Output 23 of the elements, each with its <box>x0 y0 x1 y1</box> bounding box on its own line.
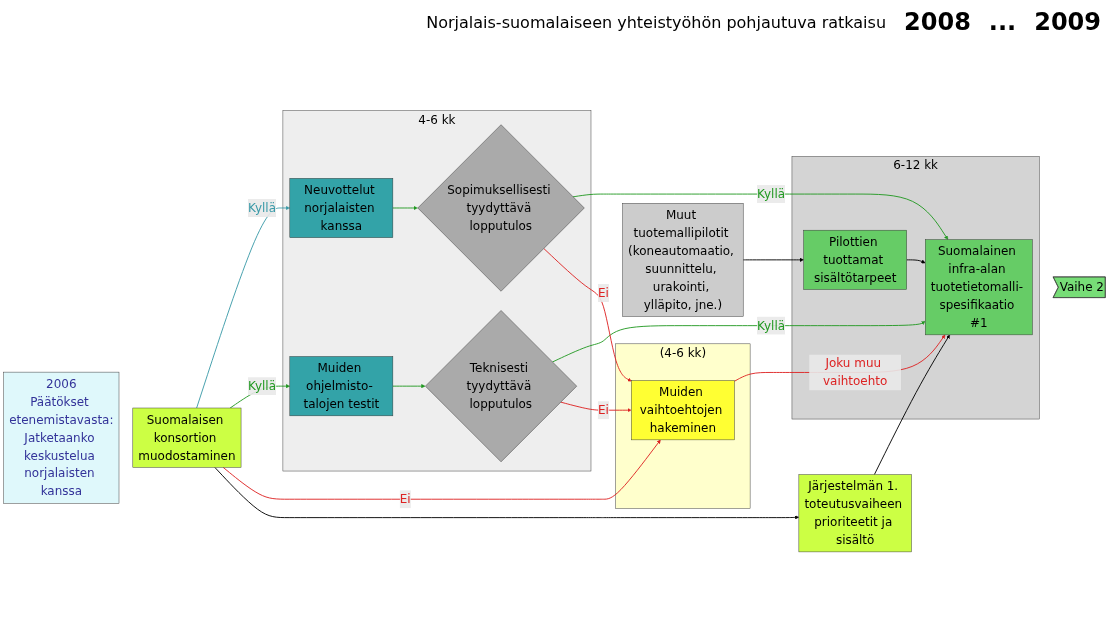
edge-label: Ei <box>597 286 609 300</box>
edge-label: Joku muu vaihtoehto <box>823 356 888 389</box>
note-text: Norjalais-suomalaiseen yhteistyöhön pohjautuva ratkaisu <box>426 12 887 32</box>
node-box: Suomalainen infra-alan tuotetietomalli- spesifikaatio #1 <box>925 239 1033 336</box>
note-text: 2009 <box>1034 8 1101 36</box>
node-box: Järjestelmän 1. toteutusvaiheen prioriteetit ja sisältö <box>798 474 912 553</box>
node-box: Muiden vaihtoehtojen hakeminen <box>631 380 735 441</box>
edge-label: Ei <box>399 492 411 507</box>
note-text: ... <box>988 8 1017 36</box>
node-box: Muiden ohjelmisto- talojen testit <box>289 356 394 417</box>
node-box: Suomalaisen konsortion muodostaminen <box>132 407 242 468</box>
node-diamond: Sopimuksellisesti tyydyttävä lopputulos <box>417 124 585 292</box>
edge-label: Kyllä <box>757 187 786 201</box>
node-box: Pilottien tuottamat sisältötarpeet <box>803 230 907 290</box>
node-diamond: Teknisesti tyydyttävä lopputulos <box>425 310 577 463</box>
node-box: Muut tuotemallipilotit (koneautomaatio, suunnittelu, urakointi, ylläpito, jne.) <box>622 203 744 317</box>
edge-label: Kyllä <box>247 379 276 394</box>
node-box: Neuvottelut norjalaisten kanssa <box>289 178 394 239</box>
note-text: 2008 <box>904 8 971 36</box>
edge-label: Kyllä <box>247 201 276 215</box>
edge-label: Kyllä <box>757 318 786 333</box>
edge-label: Ei <box>597 403 609 418</box>
node-box: 2006 Päätökset etenemistavasta: Jatketaanko keskustelua norjalaisten kanssa <box>3 372 120 504</box>
